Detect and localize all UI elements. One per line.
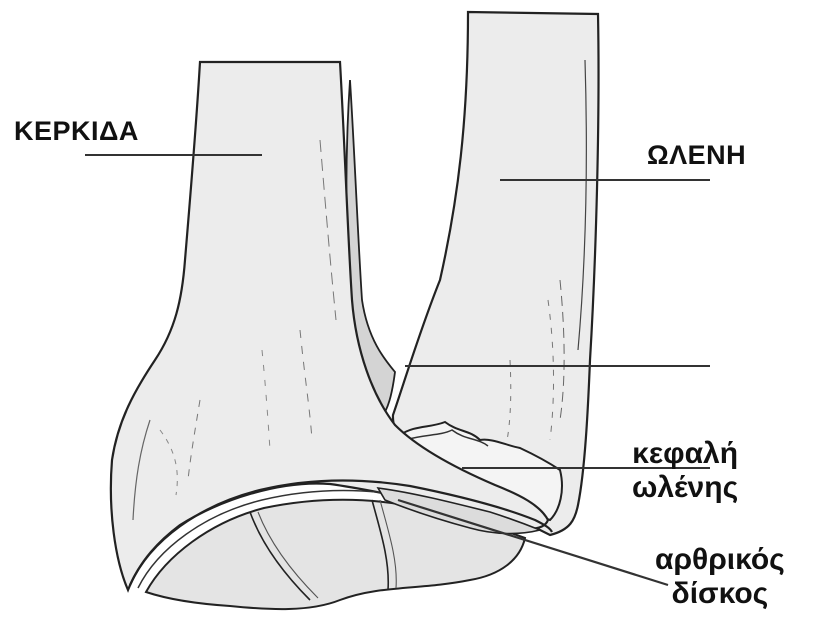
label-radius: ΚΕΡΚΙΔΑ (14, 116, 139, 147)
label-ulna-head-line1: κεφαλή (632, 437, 738, 471)
label-articular-disc: αρθρικός δίσκος (655, 543, 785, 611)
label-articular-disc-line2: δίσκος (655, 577, 785, 611)
label-articular-disc-line1: αρθρικός (655, 543, 785, 577)
label-ulna: ΩΛΕΝΗ (647, 140, 746, 171)
label-ulna-head: κεφαλή ωλένης (632, 437, 738, 505)
label-ulna-head-line2: ωλένης (632, 471, 738, 505)
